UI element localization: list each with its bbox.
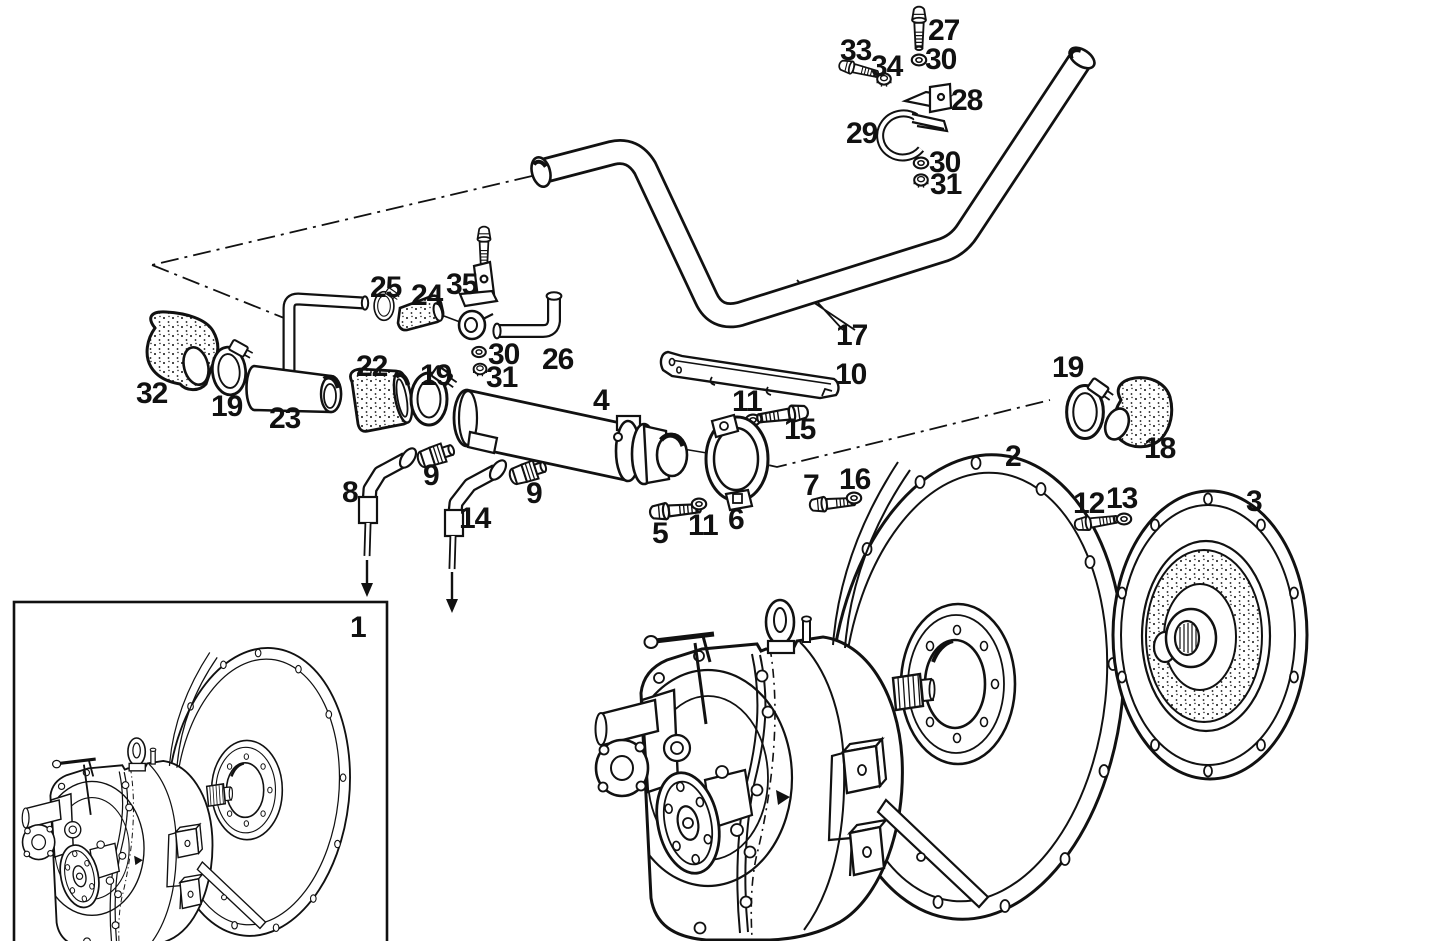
callout-14: 14 — [459, 502, 492, 535]
callout-16: 16 — [839, 463, 871, 496]
callout-33: 33 — [840, 34, 872, 67]
callout-23: 23 — [269, 402, 301, 435]
callout-11-b: 11 — [688, 509, 718, 542]
plate-rim-overlap — [832, 461, 911, 649]
callout-19-b: 19 — [420, 359, 452, 392]
callout-28: 28 — [951, 84, 983, 117]
hose-24 — [396, 294, 445, 332]
callout-17: 17 — [836, 319, 868, 352]
bracket-28 — [901, 82, 954, 114]
hose-8 — [357, 447, 418, 597]
callout-19-c: 19 — [1052, 351, 1084, 384]
grommet — [457, 309, 494, 341]
gearbox-and-plate-unit — [594, 453, 1126, 941]
plate-3-bolt-holes — [1117, 492, 1299, 778]
damper-plate-3 — [1111, 489, 1309, 781]
rear-bracket — [876, 798, 990, 909]
breather-pin — [801, 615, 812, 643]
callout-8: 8 — [342, 476, 358, 509]
hose-22 — [349, 367, 414, 433]
inset-unit — [22, 639, 364, 941]
elbow-tube-26 — [492, 291, 563, 340]
splined-shaft — [891, 672, 936, 712]
gearbox — [594, 598, 990, 941]
callout-7: 7 — [803, 469, 819, 502]
callout-9-b: 9 — [526, 477, 542, 510]
callout-30-a: 30 — [925, 43, 957, 76]
shift-lever — [643, 631, 715, 725]
pipe-mount-hardware — [837, 5, 954, 189]
callout-labels: 27 30 33 34 28 29 30 31 17 25 24 35 30 3… — [136, 14, 1263, 644]
nut-31-left — [472, 362, 488, 378]
callout-11-a: 11 — [732, 385, 762, 418]
washer-30-left — [471, 345, 487, 359]
split-clamp-6 — [704, 413, 770, 512]
oil-cooler-4 — [452, 388, 689, 486]
callout-5: 5 — [652, 517, 668, 550]
bracket-35 — [458, 260, 499, 308]
callout-4: 4 — [593, 384, 610, 417]
callout-3: 3 — [1246, 485, 1262, 518]
callout-24: 24 — [411, 279, 444, 312]
plate-2-hub — [899, 602, 1017, 766]
callout-27: 27 — [928, 14, 960, 47]
callout-12: 12 — [1073, 487, 1105, 520]
callout-15: 15 — [784, 413, 816, 446]
rubber-elbow-32 — [145, 310, 220, 392]
callout-29: 29 — [846, 117, 878, 150]
callout-9-a: 9 — [423, 459, 439, 492]
inset-assembled-view — [12, 600, 389, 941]
hose-14 — [443, 459, 508, 613]
nut-31-top — [913, 173, 929, 189]
callout-10: 10 — [835, 358, 867, 391]
callout-6: 6 — [728, 503, 744, 536]
callout-30-c: 30 — [488, 338, 520, 371]
connector-line — [443, 315, 461, 323]
washer-13 — [1115, 512, 1133, 526]
inset-border — [12, 600, 389, 941]
callout-32: 32 — [136, 377, 168, 410]
left-hose-train — [145, 225, 563, 433]
output-flange — [655, 765, 754, 875]
callout-25: 25 — [370, 271, 402, 304]
callout-2: 2 — [1005, 440, 1021, 473]
mounting-lugs — [827, 736, 889, 877]
callout-1: 1 — [350, 611, 366, 644]
callout-34: 34 — [871, 50, 904, 83]
callout-13: 13 — [1106, 482, 1138, 515]
flow-arrow-icon — [776, 790, 790, 805]
callout-26: 26 — [542, 343, 574, 376]
callout-18: 18 — [1144, 432, 1176, 465]
callout-31-b: 31 — [486, 361, 518, 394]
pump-assembly — [594, 688, 692, 798]
rubber-elbow-18 — [1103, 376, 1174, 449]
spline-hatching — [1179, 623, 1197, 653]
water-pipe-17 — [530, 46, 1096, 329]
washer-30-mid — [912, 156, 930, 170]
callout-22: 22 — [356, 350, 388, 383]
pipe-open-end-right — [1068, 46, 1096, 70]
callout-30-b: 30 — [929, 146, 961, 179]
pipe-open-end-left — [530, 156, 552, 188]
bracket-10 — [659, 350, 840, 400]
callout-35: 35 — [446, 268, 478, 301]
clamp-29 — [876, 109, 949, 162]
callout-19-a: 19 — [211, 390, 243, 423]
callout-31-a: 31 — [930, 168, 962, 201]
lifting-eye — [764, 598, 796, 655]
tube-23 — [245, 292, 370, 414]
bolt-27 — [911, 5, 927, 51]
washer-11-b — [690, 497, 708, 511]
